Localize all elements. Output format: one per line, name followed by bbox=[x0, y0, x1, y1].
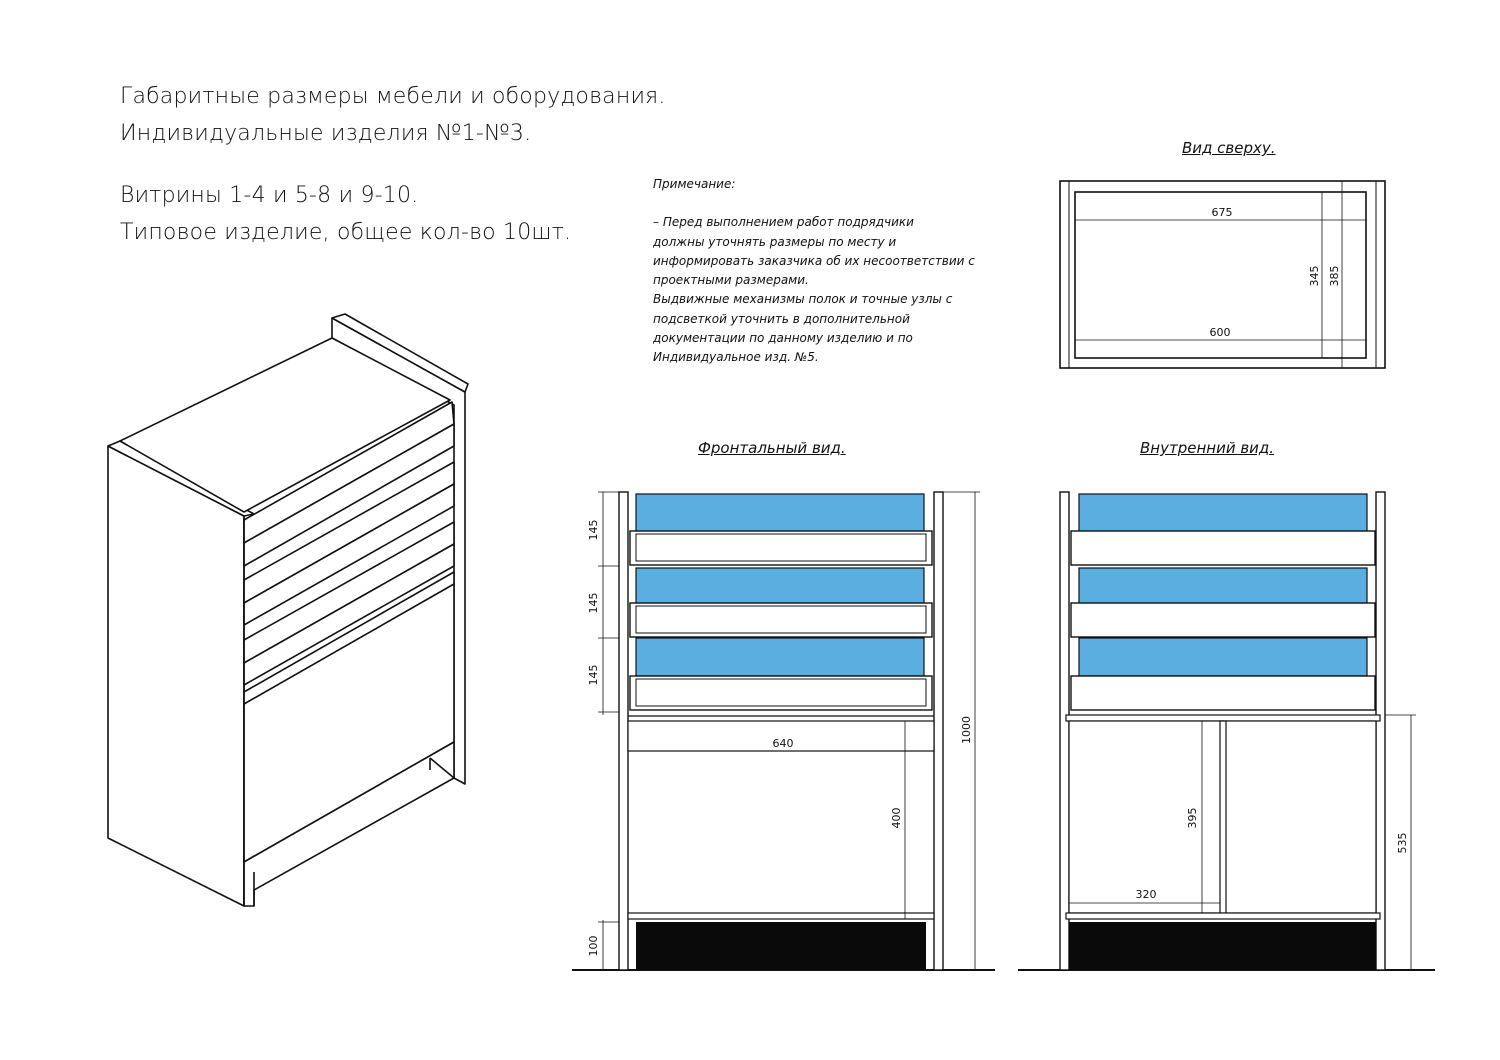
note-line: проектными размерами. bbox=[653, 273, 809, 288]
dim-front-total-height: 1000 bbox=[960, 716, 973, 744]
front-glass-3 bbox=[635, 637, 925, 677]
dim-inner-door-width: 320 bbox=[1136, 888, 1157, 901]
dim-front-shelf-2: 145 bbox=[587, 593, 600, 614]
note-line: Выдвижные механизмы полок и точные узлы … bbox=[653, 292, 953, 307]
dim-top-depth-outer: 385 bbox=[1328, 266, 1341, 287]
dim-top-depth-inner: 345 bbox=[1308, 266, 1321, 287]
note-line: документации по данному изделию и по bbox=[653, 331, 913, 346]
inner-shelf-1 bbox=[1070, 530, 1376, 566]
item-range: Витрины 1-4 и 5-8 и 9-10. bbox=[120, 183, 419, 208]
note-line: подсветкой уточнить в дополнительной bbox=[653, 311, 910, 326]
note-line: информировать заказчика об их несоответс… bbox=[653, 253, 975, 268]
dim-front-plinth: 100 bbox=[587, 936, 600, 957]
iso-top-surface bbox=[119, 337, 451, 513]
dim-inner-cabinet-height: 395 bbox=[1186, 808, 1199, 829]
front-view bbox=[572, 491, 995, 971]
note-block: Примечание: – Перед выполнением работ по… bbox=[653, 175, 1033, 368]
dim-front-inner-width: 640 bbox=[773, 737, 794, 750]
front-plinth bbox=[636, 922, 926, 970]
dim-front-shelf-3: 145 bbox=[587, 665, 600, 686]
front-view-title: Фронтальный вид. bbox=[698, 439, 846, 457]
isometric-view bbox=[107, 313, 469, 907]
top-view-title: Вид сверху. bbox=[1182, 139, 1276, 157]
dim-front-shelf-1: 145 bbox=[587, 520, 600, 541]
iso-left-side bbox=[107, 445, 245, 907]
dim-inner-lower-height: 535 bbox=[1396, 833, 1409, 854]
inner-shelf-3 bbox=[1070, 675, 1376, 711]
iso-back-top bbox=[331, 313, 469, 393]
dim-top-width-inner: 600 bbox=[1210, 326, 1231, 339]
note-title: Примечание: bbox=[653, 177, 736, 191]
inner-glass-3 bbox=[1078, 637, 1368, 677]
item-quantity: Типовое изделие, общее кол-во 10шт. bbox=[120, 220, 572, 245]
dim-top-width-outer: 675 bbox=[1212, 206, 1233, 219]
inner-shelf-2 bbox=[1070, 602, 1376, 638]
top-view bbox=[1059, 180, 1386, 369]
drawing-title: Габаритные размеры мебели и оборудования… bbox=[120, 84, 666, 109]
inner-glass-1 bbox=[1078, 493, 1368, 534]
front-glass-2 bbox=[635, 567, 925, 606]
inner-glass-2 bbox=[1078, 567, 1368, 606]
front-glass-1 bbox=[635, 493, 925, 534]
note-line: – Перед выполнением работ подрядчики bbox=[653, 215, 914, 230]
note-line: Индивидуальное изд. №5. bbox=[653, 350, 819, 365]
inner-plinth bbox=[1069, 922, 1376, 970]
inner-view bbox=[1018, 491, 1435, 971]
note-line: должны уточнять размеры по месту и bbox=[653, 234, 897, 249]
drawing-subtitle: Индивидуальные изделия №1-№3. bbox=[120, 121, 532, 146]
dim-front-cabinet-height: 400 bbox=[890, 808, 903, 829]
inner-view-title: Внутренний вид. bbox=[1140, 439, 1275, 457]
